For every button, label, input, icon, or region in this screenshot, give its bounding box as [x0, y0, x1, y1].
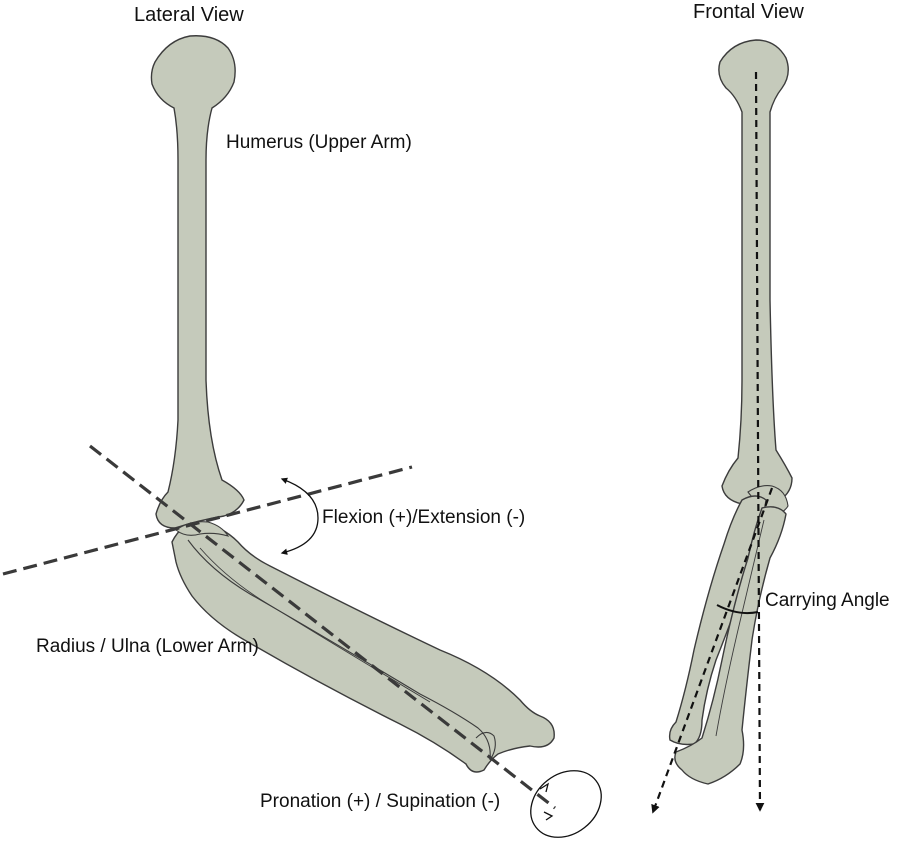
pronation-arrowhead-bottom — [543, 811, 554, 821]
forearm-axis-line — [89, 444, 556, 810]
frontal-forearm-axis — [651, 487, 774, 814]
lateral-forearm-bone — [171, 521, 555, 773]
humerus-label: Humerus (Upper Arm) — [226, 132, 412, 153]
frontal-view-title: Frontal View — [693, 1, 804, 23]
lateral-humerus-bone — [150, 35, 245, 529]
frontal-view — [651, 39, 793, 814]
carrying-angle-arc — [716, 604, 759, 615]
flexion-axis-line — [2, 465, 413, 576]
flexion-label: Flexion (+)/Extension (-) — [322, 507, 526, 528]
lateral-ulna-head — [475, 731, 496, 761]
pronation-rotation-ellipse — [530, 770, 602, 838]
radius-ulna-label: Radius / Ulna (Lower Arm) — [36, 636, 259, 657]
frontal-radius-inner-line — [715, 519, 765, 737]
carrying-angle-label: Carrying Angle — [765, 590, 890, 611]
pronation-arrowhead-top — [539, 782, 550, 793]
lateral-view — [2, 35, 602, 838]
frontal-humerus-bone — [718, 39, 793, 506]
lateral-view-title: Lateral View — [134, 4, 244, 26]
lateral-radius-line-2 — [199, 547, 431, 703]
frontal-humerus-axis — [754, 71, 765, 812]
pronation-label: Pronation (+) / Supination (-) — [260, 791, 501, 812]
flexion-rotation-arrow — [280, 477, 319, 555]
lateral-radius-line — [187, 539, 491, 761]
